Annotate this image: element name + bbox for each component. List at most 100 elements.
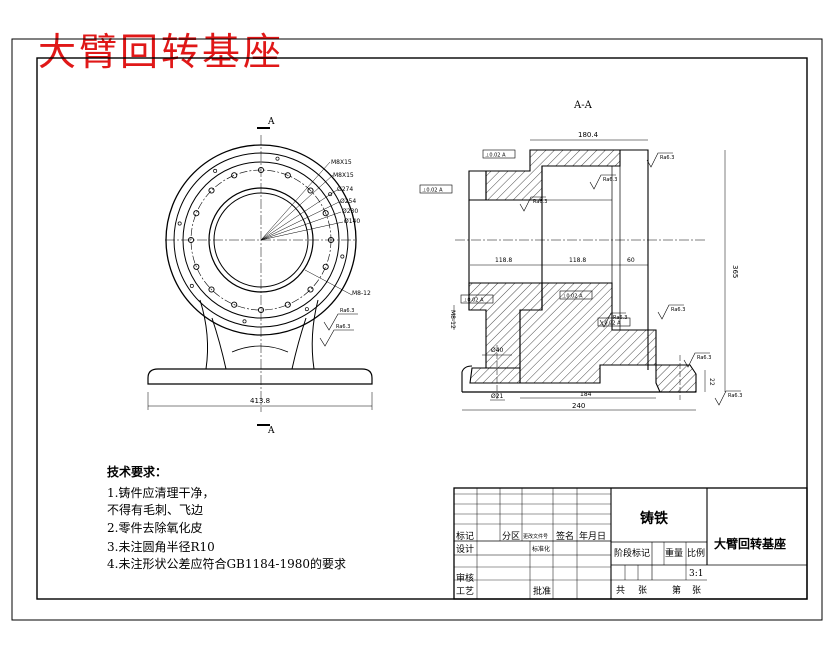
gdt-frame xyxy=(597,317,631,327)
outer-bolt-hole xyxy=(340,254,345,259)
section-inner-dim-3: 60 xyxy=(627,257,635,264)
outer-bolt-hole xyxy=(328,192,333,197)
standardize-label: 标准化 xyxy=(532,545,550,553)
section-view-label: A-A xyxy=(573,100,593,111)
section-view xyxy=(453,139,726,411)
title-block xyxy=(453,487,808,600)
process-label: 工艺 xyxy=(456,586,474,597)
gdt-frame xyxy=(559,290,593,300)
section-foot-dim-2: Ø21 xyxy=(491,393,504,400)
gdt-label: ⊥0.02 A xyxy=(485,152,506,158)
section-inner-dim-1: 118.8 xyxy=(495,257,512,264)
outer-border xyxy=(11,38,823,621)
review-label: 审核 xyxy=(456,572,474,584)
bolt-hole xyxy=(208,286,215,293)
material-label: 铸铁 xyxy=(640,510,668,527)
sheets-total-label: 共 xyxy=(616,585,625,596)
roughness-symbol xyxy=(599,312,626,328)
bolt-hole xyxy=(322,210,329,217)
bolt-hole xyxy=(257,166,265,174)
scale-label: 比例 xyxy=(687,547,705,559)
bolt-hole xyxy=(231,172,238,179)
gdt-label: ⊥0.02 A xyxy=(463,297,484,303)
front-radial-label-2: M8X15 xyxy=(333,172,354,179)
outer-bolt-hole xyxy=(213,168,218,173)
roughness-label: Ra6.3 xyxy=(603,177,617,183)
bolt-hole xyxy=(327,236,335,244)
bolt-hole xyxy=(307,286,314,293)
requirement-2: 2.零件去除氧化皮 xyxy=(107,521,203,535)
gdt-frame xyxy=(460,294,494,304)
inner-border xyxy=(36,57,808,600)
front-radial-label-6: Ø140 xyxy=(344,218,360,225)
front-roughness-1: Ra6.3 xyxy=(340,308,354,314)
front-width-dim: 413.8 xyxy=(250,397,270,405)
section-small-height: 22 xyxy=(708,378,715,386)
requirement-1-cont: 不得有毛刺、飞边 xyxy=(107,503,204,517)
roughness-symbol xyxy=(519,196,546,212)
bolt-hole xyxy=(307,187,314,194)
requirement-3: 3.未注圆角半径R10 xyxy=(107,540,215,554)
row-label-zone: 分区 xyxy=(502,531,520,542)
row-label-change-doc: 更改文件号 xyxy=(523,533,548,540)
row-label-date: 年月日 xyxy=(579,530,606,542)
section-gdt-frames: ⊥0.02 A⊥0.02 A⊥0.02 A⊥0.02 A⊥0.02 A xyxy=(419,149,631,327)
gdt-frame xyxy=(482,149,516,159)
section-bottom-dim-1: 184 xyxy=(580,391,592,398)
bolt-hole xyxy=(284,172,291,179)
drawing-header-title: 大臂回转基座 xyxy=(38,30,285,74)
part-name-label: 大臂回转基座 xyxy=(714,536,786,551)
scale-value: 3:1 xyxy=(689,569,703,579)
row-label-mark: 标记 xyxy=(456,530,474,542)
section-mark-bottom: A xyxy=(267,426,275,436)
gdt-frame xyxy=(419,184,453,194)
front-bolt-holes xyxy=(177,156,345,324)
design-label: 设计 xyxy=(456,543,474,555)
outer-bolt-hole xyxy=(242,319,247,324)
outer-bolt-hole xyxy=(189,283,194,288)
roughness-label: Ra6.3 xyxy=(533,199,547,205)
requirement-1: 1.铸件应清理干净， xyxy=(107,486,215,500)
sheets-unit-label: 张 xyxy=(638,585,647,596)
front-view xyxy=(147,127,373,426)
title-block-rows xyxy=(454,493,611,581)
outer-bolt-hole xyxy=(304,307,309,312)
front-radial-label-1: M8X15 xyxy=(331,159,352,166)
section-height-dim: 365 xyxy=(731,265,739,278)
roughness-label: Ra6.3 xyxy=(671,307,685,313)
sheet-no-label: 第 xyxy=(672,584,681,596)
roughness-label: Ra6.3 xyxy=(660,155,674,161)
requirements-heading: 技术要求： xyxy=(107,465,168,479)
bolt-hole xyxy=(193,210,200,217)
front-radial-label-5: Ø230 xyxy=(342,208,358,215)
front-roughness-2: Ra6.3 xyxy=(336,324,350,330)
front-thread-label: M8-12 xyxy=(352,290,371,297)
bolt-hole xyxy=(193,263,200,270)
section-top-dim: 180.4 xyxy=(578,131,599,139)
front-radial-label-4: Ø254 xyxy=(340,198,356,205)
section-inner-dim-2: 118.8 xyxy=(569,257,586,264)
section-foot-dim-1: Ø40 xyxy=(491,347,504,354)
section-mark-top: A xyxy=(267,117,275,127)
roughness-symbol xyxy=(714,390,741,406)
front-radial-label-3: Ø274 xyxy=(337,186,353,193)
bolt-hole xyxy=(257,306,265,314)
roughness-label: Ra6.3 xyxy=(697,355,711,361)
bolt-hole xyxy=(208,187,215,194)
roughness-symbol xyxy=(657,304,684,320)
requirement-4: 4.未注形状公差应符合GB1184-1980的要求 xyxy=(107,557,346,571)
weight-label: 重量 xyxy=(665,547,683,559)
row-label-sign: 签名 xyxy=(556,530,574,542)
outer-bolt-hole xyxy=(275,156,280,161)
sheet-unit-label: 张 xyxy=(692,585,701,596)
gdt-label: ⊥0.02 A xyxy=(562,293,583,299)
gdt-label: ⊥0.02 A xyxy=(600,320,621,326)
roughness-label: Ra6.3 xyxy=(728,393,742,399)
roughness-symbol xyxy=(646,152,673,168)
bolt-hole xyxy=(322,263,329,270)
bolt-hole xyxy=(284,301,291,308)
stage-label: 阶段标记 xyxy=(614,547,650,559)
section-bottom-dim-2: 240 xyxy=(572,402,585,410)
